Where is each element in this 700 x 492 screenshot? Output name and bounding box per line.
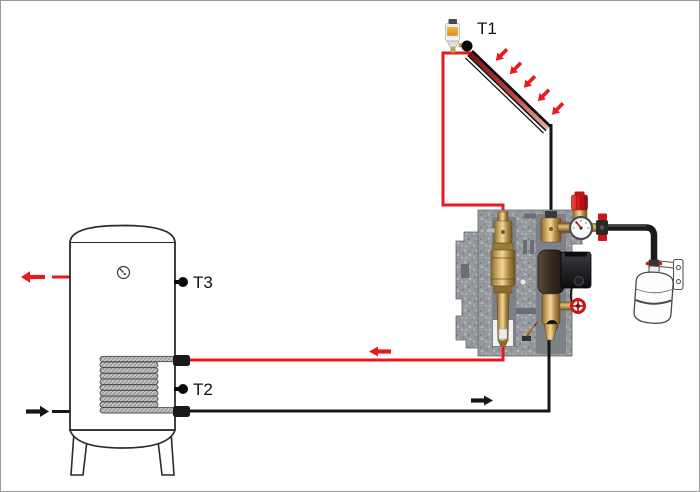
shell-slot: [516, 308, 536, 314]
hose-clamp-fitting: [596, 213, 608, 241]
collector-top-edge: [471, 50, 552, 128]
flow-arrows: [21, 271, 493, 417]
shell-slot: [530, 240, 534, 254]
t1-sensor-label: T1: [477, 19, 497, 38]
sun-arrow-icon: [495, 47, 509, 61]
collector-mid-edge: [467, 54, 547, 132]
shell-slot: [461, 264, 469, 278]
tank-bottom-dish: [68, 429, 177, 449]
vessel-seam-band: [635, 299, 672, 305]
safety-group: [557, 191, 608, 241]
expansion-vessel-hose: [600, 224, 658, 267]
valve-lever: [485, 227, 496, 234]
pump-speed-knob: [574, 276, 584, 286]
tank-thermometer-icon: [116, 265, 131, 280]
t2-sensor-label: T2: [193, 380, 213, 399]
sun-arrow-icon: [551, 101, 565, 115]
vessel-seam-upper: [636, 288, 673, 294]
hot-flow-direction-arrow-icon: [369, 346, 391, 357]
flow-meter: [485, 211, 516, 347]
sun-arrow-icon: [509, 61, 523, 75]
cold-inlet-arrow-icon: [26, 405, 49, 417]
sun-arrow-icon: [523, 74, 537, 88]
storage-tank: [68, 224, 190, 476]
pressure-gauge: [568, 215, 594, 241]
coil-supply-connection: [173, 355, 190, 366]
collector-bottom-edge: [464, 57, 544, 134]
t3-sensor-dot: [178, 277, 188, 287]
t1-sensor-dot: [461, 40, 473, 52]
safety-valve: [571, 191, 588, 220]
expansion-vessel: [633, 265, 674, 324]
t2-sensor-stub: [174, 387, 181, 391]
solar-collector: [464, 50, 552, 134]
fill-drain-tee: [541, 293, 586, 341]
pump-station: [455, 191, 608, 362]
pump-volute: [537, 249, 565, 295]
collector-absorber: [468, 52, 550, 131]
t2-sensor-dot: [178, 384, 188, 394]
t3-sensor-label: T3: [193, 273, 213, 292]
sight-glass: [498, 328, 508, 340]
hot-outlet-arrow-icon: [21, 271, 45, 283]
coil-return-connection: [173, 406, 190, 417]
expansion-vessel-assembly: [633, 258, 684, 324]
collector-glass-stripe: [465, 56, 546, 133]
sensor-wires: [522, 321, 539, 341]
shell-hole: [520, 279, 526, 285]
shell-slot: [524, 213, 536, 219]
heat-exchanger-coil: [99, 355, 179, 414]
shell-left-wing: [455, 231, 479, 349]
vessel-body: [633, 271, 674, 324]
cold-flow-direction-arrow-icon: [471, 395, 493, 406]
sun-irradiation-arrows: [495, 47, 565, 115]
t3-sensor-stub: [174, 280, 181, 284]
red-handle-valve: [570, 298, 586, 314]
sun-arrow-icon: [537, 88, 551, 102]
shell-slot: [523, 240, 527, 254]
